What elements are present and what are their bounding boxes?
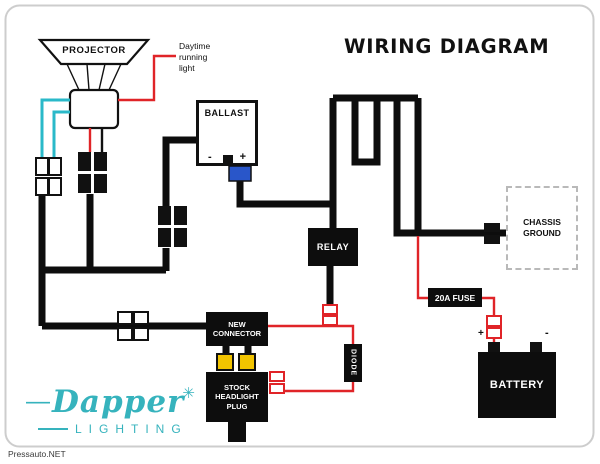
diode-box: DIODE	[344, 344, 362, 382]
relay-label: RELAY	[316, 242, 350, 252]
relay-connector	[322, 304, 338, 326]
ballast-notch	[223, 155, 233, 164]
stock-headlight-plug-label: STOCK HEADLIGHT PLUG	[215, 382, 259, 411]
logo-sparkle-icon: ✳	[182, 385, 195, 402]
daytime-running-light-label: Daytime running light	[179, 41, 211, 73]
logo-subtitle: LIGHTING	[75, 422, 188, 436]
stock-headlight-plug-box: STOCK HEADLIGHT PLUG	[206, 372, 268, 422]
connector-pair-b	[158, 206, 187, 247]
ballast-plus-terminal: +	[239, 151, 246, 163]
logo-name: Dapper	[52, 384, 185, 420]
battery-label: BATTERY	[489, 379, 545, 391]
battery-plus-sign: +	[478, 328, 484, 339]
new-connector-box: NEW CONNECTOR	[206, 312, 268, 346]
page-border	[4, 4, 595, 448]
chassis-ground-label: CHASSIS GROUND	[523, 217, 561, 238]
chassis-ground-box: CHASSIS GROUND	[506, 186, 578, 270]
ballast-output-connector	[228, 165, 252, 182]
ballast-label: BALLAST	[204, 108, 250, 118]
battery-posts	[488, 342, 542, 353]
new-connector-label: NEW CONNECTOR	[212, 320, 262, 338]
logo-wordmark: —Dapper✳	[26, 384, 197, 420]
ballast-box: BALLAST - +	[196, 100, 258, 166]
yellow-connectors	[216, 353, 256, 371]
watermark-credit: Pressauto.NET	[8, 449, 66, 459]
fuse-label: 20A FUSE	[434, 292, 476, 303]
logo-dash: —	[26, 388, 50, 415]
logo-subtitle-row: LIGHTING	[38, 422, 197, 436]
ballast-minus-terminal: -	[208, 151, 212, 163]
dapper-lighting-logo: —Dapper✳ LIGHTING	[26, 384, 197, 436]
projector-assembly	[37, 38, 151, 130]
battery-minus-sign: -	[545, 327, 549, 339]
battery-box: BATTERY	[478, 352, 556, 418]
red-wires	[88, 54, 496, 393]
fuse-box: 20A FUSE	[428, 288, 482, 307]
connector-left-white	[35, 157, 62, 196]
diode-label: DIODE	[349, 349, 357, 377]
stock-plug-stub	[228, 422, 246, 442]
thick-black-wires	[38, 94, 506, 355]
logo-rule	[38, 428, 68, 430]
connector-mid-white	[117, 311, 149, 341]
diode-connector	[269, 371, 285, 394]
page-title: WIRING DIAGRAM	[344, 35, 550, 58]
connector-pair-a	[78, 152, 107, 193]
relay-box: RELAY	[308, 228, 358, 266]
battery-feed-connector	[486, 315, 502, 339]
ground-connector	[484, 223, 500, 244]
projector-label: PROJECTOR	[62, 45, 126, 56]
cyan-wires	[40, 98, 70, 158]
